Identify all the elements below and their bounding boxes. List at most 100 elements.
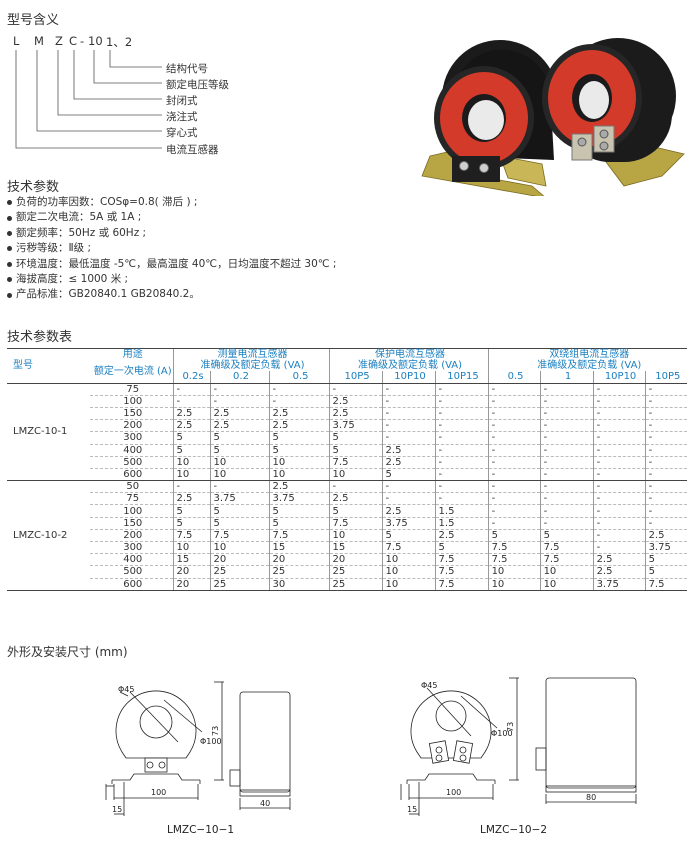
code-voltage: 10 [88,34,103,48]
value-cell: 10 [381,565,436,579]
value-cell: - [644,431,688,445]
value-cell: - [592,529,646,543]
value-cell: 5 [328,431,383,445]
value-cell: - [172,395,210,408]
value-cell: 10 [328,529,383,543]
tech-params-title: 技术参数 [7,180,60,195]
value-cell: 7.5 [539,541,594,555]
value-cell: 5 [209,431,269,445]
drawing-lmzc-10-1: Φ45 Φ100 73 100 15 [105,681,224,816]
value-cell: - [434,431,489,445]
value-cell: 5 [209,517,269,530]
value-cell: 5 [539,529,594,543]
drawing-caption-2: LMZC−10−2 [480,824,548,836]
spec-table: 型号 用途 测量电流互感器 保护电流互感器 双绕组电流互感器 额定一次电流 (A… [7,348,688,591]
value-cell: - [592,517,646,530]
model-name: LMZC-10-1 [7,383,90,482]
value-cell: 2.5 [172,419,210,433]
value-cell: - [381,419,436,433]
value-cell: 5 [209,444,269,457]
value-cell: - [592,419,646,433]
value-cell: - [487,480,541,494]
value-cell: - [644,407,688,421]
value-cell: - [592,468,646,482]
value-cell: - [592,383,646,396]
value-cell: 5 [172,431,210,445]
tech-param-item: 污秽等级：Ⅱ级 ; [7,241,427,256]
primary-current-cell: 50 [90,480,173,494]
value-cell: - [592,431,646,445]
tech-param-item: 产品标准：GB20840.1 GB20840.2。 [7,287,427,302]
primary-current-cell: 600 [90,578,173,591]
value-cell: - [434,407,489,421]
value-cell: - [487,468,541,482]
value-cell: 5 [268,431,330,445]
code-letter-l: L [13,34,20,48]
value-cell: - [592,504,646,518]
value-cell: - [592,541,646,555]
bullet-dot-icon [7,200,12,206]
value-cell: 2.5 [328,407,383,421]
value-cell: 5 [268,444,330,457]
value-cell: 25 [268,565,330,579]
value-cell: 5 [209,504,269,518]
value-cell: - [539,383,594,396]
primary-current-cell: 300 [90,541,173,555]
value-cell: 2.5 [172,492,210,506]
header-sub-protect: 准确级及额定负载 (VA) [328,360,489,372]
value-cell: - [487,419,541,433]
value-cell: 10 [381,578,436,591]
code-letter-c: C [69,34,78,48]
primary-current-cell: 400 [90,553,173,567]
class-header: 10P10 [592,371,646,384]
drawings-title: 外形及安装尺寸 (mm) [7,645,128,659]
value-cell: 2.5 [172,407,210,421]
dim-height: 73 [506,722,515,732]
value-cell: 5 [487,529,541,543]
value-cell: - [434,383,489,396]
value-cell: - [539,444,594,457]
value-cell: 5 [268,517,330,530]
dim-depth: 40 [260,799,270,808]
value-cell: - [539,517,594,530]
value-cell: 7.5 [487,553,541,567]
value-cell: 2.5 [381,444,436,457]
bullet-dot-icon [7,246,12,252]
value-cell: - [644,492,688,506]
value-cell: - [539,456,594,469]
value-cell: - [209,395,269,408]
value-cell: - [434,395,489,408]
value-cell: 5 [328,444,383,457]
value-cell: 5 [434,541,489,555]
bullet-dot-icon [7,261,12,267]
value-cell: 20 [209,553,269,567]
value-cell: 7.5 [487,541,541,555]
primary-current-cell: 100 [90,504,173,518]
value-cell: 30 [268,578,330,591]
value-cell: - [539,504,594,518]
label-bushing: 穿心式 [166,127,198,139]
value-cell: - [381,395,436,408]
value-cell: - [268,395,330,408]
value-cell: - [539,431,594,445]
bullet-dot-icon [7,215,12,221]
value-cell: 2.5 [209,419,269,433]
class-header: 0.2 [209,371,269,384]
dim-base-width: 100 [446,788,461,797]
header-usage: 用途 [90,348,173,361]
label-structure-code: 结构代号 [166,63,208,75]
value-cell: 15 [268,541,330,555]
value-cell: 10 [209,468,269,482]
code-leader-lines [15,50,162,149]
value-cell: - [268,383,330,396]
value-cell: 25 [209,565,269,579]
bullet-dot-icon [7,277,12,283]
header-group-measure: 测量电流互感器 [172,348,330,361]
